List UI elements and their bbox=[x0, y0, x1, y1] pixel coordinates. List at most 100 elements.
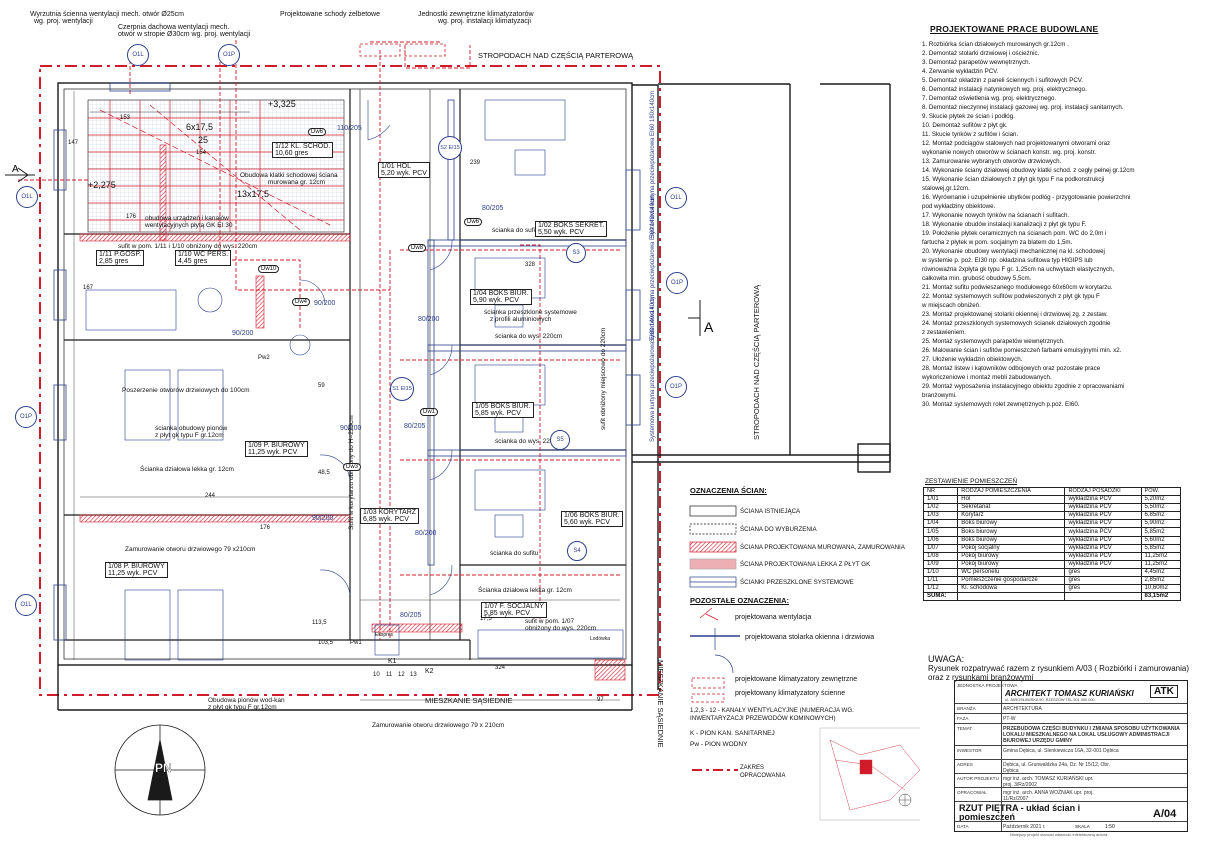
marker-o1p-right-1: O1P bbox=[666, 272, 688, 294]
room-1-05: 1/05 BOKS BIUR. 5,85 wyk. PCV bbox=[472, 402, 534, 418]
note-scianka-sufitu-1: ścianka do sufitu bbox=[492, 227, 541, 234]
dim-324: 324 bbox=[495, 665, 506, 671]
vent-13: 13 bbox=[410, 672, 417, 678]
plan-text-layer: Wyrzutnia ściennа wentylacji mech. otwór… bbox=[15, 11, 761, 748]
marker-dw3: Dw3 bbox=[343, 463, 362, 471]
works-item: branżowymi. bbox=[922, 392, 957, 399]
legend-pion-wod: Pw - PION WODNY bbox=[690, 741, 748, 748]
vent-12: 12 bbox=[398, 672, 405, 678]
legend-ac-external: projektowane klimatyzatory zewnętrzne bbox=[735, 676, 858, 683]
marker-s2: S2 EI15 bbox=[438, 136, 462, 160]
note-scianka-220-2: ścianka do wys. 220cm bbox=[495, 438, 563, 445]
floor-plan: A A PN bbox=[5, 40, 920, 821]
room-1-01: 1/01 HOL 5,20 wyk. PCV bbox=[378, 162, 430, 178]
section-A-right: A bbox=[704, 319, 714, 335]
ac-units bbox=[359, 43, 446, 57]
works-item: 20. Wykonanie obudowy wentylacji mechani… bbox=[922, 248, 1105, 255]
dim-176-b: 176 bbox=[260, 525, 271, 531]
room-table-caption: ZESTAWIENIE POMIESZCZEŃ bbox=[925, 478, 1018, 485]
works-item: z zestawieniem. bbox=[922, 329, 967, 336]
note-stairs: Projektowane schody żelbetowe bbox=[280, 11, 381, 18]
works-item: 22. Montaż systemowych sufitów podwieszo… bbox=[922, 293, 1100, 300]
label-mieszkanie-bottom: MIESZKANIE SĄSIEDNIE bbox=[425, 696, 513, 705]
tb-autor: mgr inż. arch. TOMASZ KURIAŃSKI upr. pro… bbox=[1003, 776, 1094, 788]
legend-wall-demolish: ŚCIANA DO WYBURZENIA bbox=[740, 526, 817, 533]
room-1-10: 1/10 WC PERS. 4,45 gres bbox=[175, 250, 232, 266]
location-map bbox=[819, 727, 920, 821]
works-item: 10. Demontaż sufitów z płyt gk. bbox=[922, 122, 1008, 129]
room-1-11: 1/11 P.GOSP. 2,85 gres bbox=[96, 250, 145, 266]
dim-167: 167 bbox=[83, 285, 94, 291]
works-item: 25. Montaż systemowych parapetów wewnętr… bbox=[922, 338, 1065, 345]
room-1-08: 1/08 P. BIUROWY 11,25 wyk. PCV bbox=[105, 562, 168, 578]
note-sufit-obnizony: sufit obniżony miejscowo do 220cm bbox=[600, 327, 607, 430]
marker-s5: S5 bbox=[550, 430, 570, 450]
legend-panel: OZNACZENIA ŚCIAN: ŚCIANA ISTNIEJĄCA ŚCIA… bbox=[690, 486, 920, 786]
room-1-09: 1/09 P. BIUROWY 11,25 wyk. PCV bbox=[245, 441, 308, 457]
scope-boundary bbox=[39, 65, 661, 696]
door-swings bbox=[299, 100, 453, 596]
dim-97: 97 bbox=[597, 697, 604, 703]
stair-count-a: 6x17,5 bbox=[186, 122, 214, 132]
works-item: wykończeniowe i montaż mebli zabudowanyc… bbox=[922, 374, 1052, 381]
works-item: wykonanie nowych otworów w ścianach kons… bbox=[922, 149, 1097, 156]
section-A-left: A bbox=[12, 164, 19, 175]
dimension-lines bbox=[73, 91, 620, 701]
works-item: 14. Wykonanie ściany działowej obudowy k… bbox=[922, 167, 1135, 174]
marker-pw2: Pw2 bbox=[258, 355, 270, 361]
works-item: 17. Wykonanie nowych tynków na ścianach … bbox=[922, 212, 1070, 219]
dim-154: 154 bbox=[196, 150, 207, 156]
tb-date: Październik 2021 r. bbox=[1003, 824, 1046, 830]
door-tag-9: 80/205 bbox=[400, 612, 422, 619]
works-item: 16. Wyrównanie i uzupełnienie ubytków po… bbox=[922, 194, 1131, 201]
marker-s4: S4 bbox=[567, 541, 587, 561]
note-scianka-pion: ścianka obudowy pionów z płyt gk typu F … bbox=[155, 425, 228, 439]
tb-adres: Dębica, ul. Grunwaldzka 24a, Dz. Nr 15/1… bbox=[1003, 762, 1110, 774]
works-item: pod wykładziny obiektowe. bbox=[922, 203, 996, 210]
note-sufit-107: sufit w pom. 1/07 obniżony do wys. 220cm bbox=[525, 618, 597, 632]
legend-swatches bbox=[689, 505, 740, 771]
compass-label: PN bbox=[155, 761, 172, 775]
works-item: stalowej,gr.12cm. bbox=[922, 185, 970, 192]
works-list: 1. Rozbiórka ścian działowych murowanych… bbox=[922, 40, 1202, 409]
room-table-header: NR RODZAJ POMIESZCZENIA RODZAJ POSADZKI … bbox=[922, 486, 1182, 497]
note-ac-units: Jednostki zewnętrzne klimatyzatorów wg. … bbox=[418, 11, 534, 25]
dim-103-5: 103,5 bbox=[318, 640, 334, 646]
works-item: 30. Montaż systemowych rolet zewnętrznyc… bbox=[922, 401, 1080, 408]
marker-o1p-right-2: O1P bbox=[665, 376, 687, 398]
works-item: 28. Montaż listew i kątowników odbojowyc… bbox=[922, 365, 1101, 372]
note-zamurowanie-1: Zamurowanie otworu drzwiowego 79 x210cm bbox=[125, 546, 256, 553]
room-table-sum: SUMA:83,15m2 bbox=[922, 592, 1182, 602]
stairs bbox=[87, 99, 345, 233]
dim-153: 153 bbox=[120, 115, 131, 121]
tb-oprac: mgr inż. arch. ANNA WOŹNIAK upr. proj. 1… bbox=[1003, 790, 1094, 802]
stair-count-b: 13x17,5 bbox=[237, 189, 270, 199]
dim-239: 239 bbox=[470, 160, 481, 166]
works-item: 21. Montaż sufitu podwieszanego modułowe… bbox=[922, 284, 1113, 291]
dim-328: 328 bbox=[525, 262, 536, 268]
note-stair-shaft: Obudowa klatki schodowej ściana murowana… bbox=[240, 172, 338, 186]
works-item: całkowita min. grubość obudowy 5,5cm. bbox=[922, 275, 1032, 282]
marker-o1l-left-1: O1L bbox=[16, 186, 38, 208]
legend-wall-existing: ŚCIANA ISTNIEJĄCA bbox=[740, 508, 801, 515]
marker-dw10: Dw10 bbox=[258, 265, 280, 273]
works-item: 4. Zerwanie wykładzin PCV. bbox=[922, 68, 999, 75]
tb-faza: PT-W bbox=[1003, 716, 1016, 722]
note-block: UWAGA: Rysunek rozpatrywać razem z rysun… bbox=[928, 655, 1200, 683]
works-item: 8. Demontaż nieczynnej instalacji gazowe… bbox=[922, 104, 1124, 111]
dim-244: 244 bbox=[205, 493, 216, 499]
note-przeszklone: ścianka przeszklone systemowe z profili … bbox=[484, 309, 577, 323]
marker-s1: S1 EI15 bbox=[390, 377, 414, 401]
drawing-number: A/04 bbox=[1153, 808, 1177, 820]
works-item: 9. Skucie płytek ze ścian i podłóg. bbox=[922, 113, 1015, 120]
note-scianka-lekka-2: Ścianka działowa lekka gr. 12cm bbox=[478, 587, 572, 594]
note-poszerzenie: Poszerzenie otworów drzwiowych do 100cm bbox=[122, 387, 250, 394]
tb-inwestor: Gmina Dębica, ul. Sienkiewicza 16A, 32-0… bbox=[1003, 748, 1119, 754]
note-sufit-wc: sufit w pom. 1/11 i 1/10 obniżony do wys… bbox=[118, 243, 258, 250]
